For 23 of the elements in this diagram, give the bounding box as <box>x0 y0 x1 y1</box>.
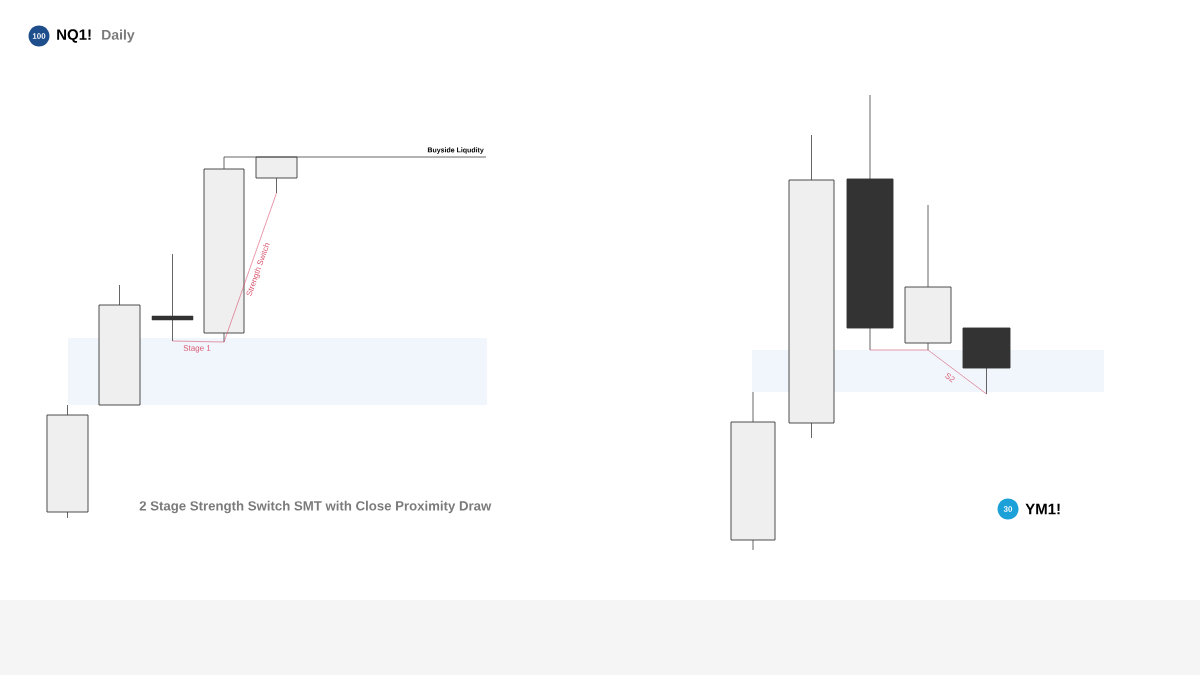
index-badge: 100 <box>28 25 50 47</box>
candlestick <box>255 156 298 194</box>
trend-line <box>869 349 929 351</box>
candlestick <box>98 284 141 406</box>
ticker-label: NQ1! <box>57 29 91 43</box>
candlestick <box>904 204 952 351</box>
timeframe-label: Daily <box>102 29 135 43</box>
trend-line <box>927 349 987 395</box>
chart-title: 2 Stage Strength Switch SMT with Close Proximity Draw <box>139 500 492 514</box>
candlestick <box>46 404 89 519</box>
level-line <box>223 156 487 170</box>
candlestick <box>203 168 245 343</box>
ticker-label: YM1! <box>1025 503 1060 515</box>
candlestick <box>962 327 1011 395</box>
candlestick <box>788 134 835 439</box>
edge-label: S2 <box>945 373 955 383</box>
index-badge: 30 <box>997 498 1019 520</box>
candlestick <box>151 253 194 342</box>
candlestick <box>730 391 776 551</box>
trend-line <box>223 192 277 343</box>
candlestick <box>846 94 894 351</box>
edge-label: Stage 1 <box>183 345 211 353</box>
trend-line <box>172 340 225 343</box>
